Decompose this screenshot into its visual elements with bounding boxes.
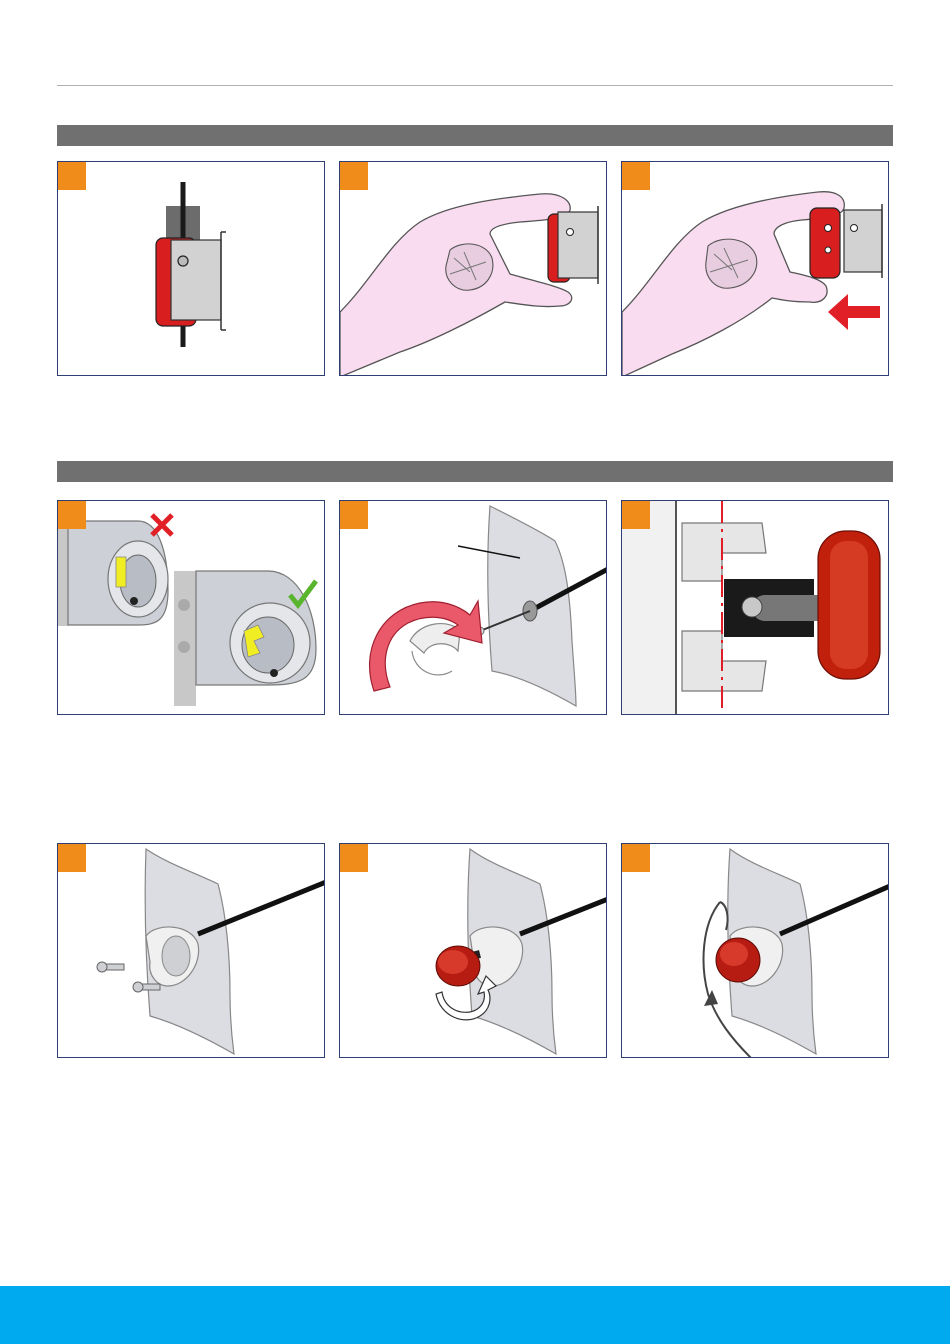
step-badge xyxy=(622,844,650,872)
arrow-left-icon xyxy=(828,294,880,330)
step-badge xyxy=(622,501,650,529)
section-header-bar xyxy=(57,461,893,482)
screws-illustration xyxy=(58,844,325,1058)
step-badge xyxy=(340,501,368,529)
illustration-panel xyxy=(339,843,607,1058)
step-badge xyxy=(340,844,368,872)
bracket-orientation-illustration xyxy=(58,501,325,715)
illustration-panel xyxy=(339,500,607,715)
illustration-panel xyxy=(621,500,889,715)
illustration-panel xyxy=(57,161,325,376)
step-badge xyxy=(58,844,86,872)
cable-clip-illustration xyxy=(58,162,325,376)
step-badge xyxy=(622,162,650,190)
section-header-bar xyxy=(57,125,893,146)
knob-rotate-illustration xyxy=(340,844,607,1058)
hand-push-illustration xyxy=(622,162,889,376)
clip-rotate-illustration xyxy=(340,501,607,715)
top-rule xyxy=(57,85,893,86)
cable-tie-illustration xyxy=(622,844,889,1058)
step-badge xyxy=(340,162,368,190)
step-badge xyxy=(58,162,86,190)
cross-icon xyxy=(152,515,172,535)
illustration-panel xyxy=(621,161,889,376)
illustration-panel xyxy=(57,500,325,715)
hand-pinch-illustration xyxy=(340,162,607,376)
illustration-panel xyxy=(57,843,325,1058)
illustration-panel xyxy=(621,843,889,1058)
illustration-panel xyxy=(339,161,607,376)
footer-bar xyxy=(0,1286,950,1344)
cross-section-illustration xyxy=(622,501,889,715)
step-badge xyxy=(58,501,86,529)
